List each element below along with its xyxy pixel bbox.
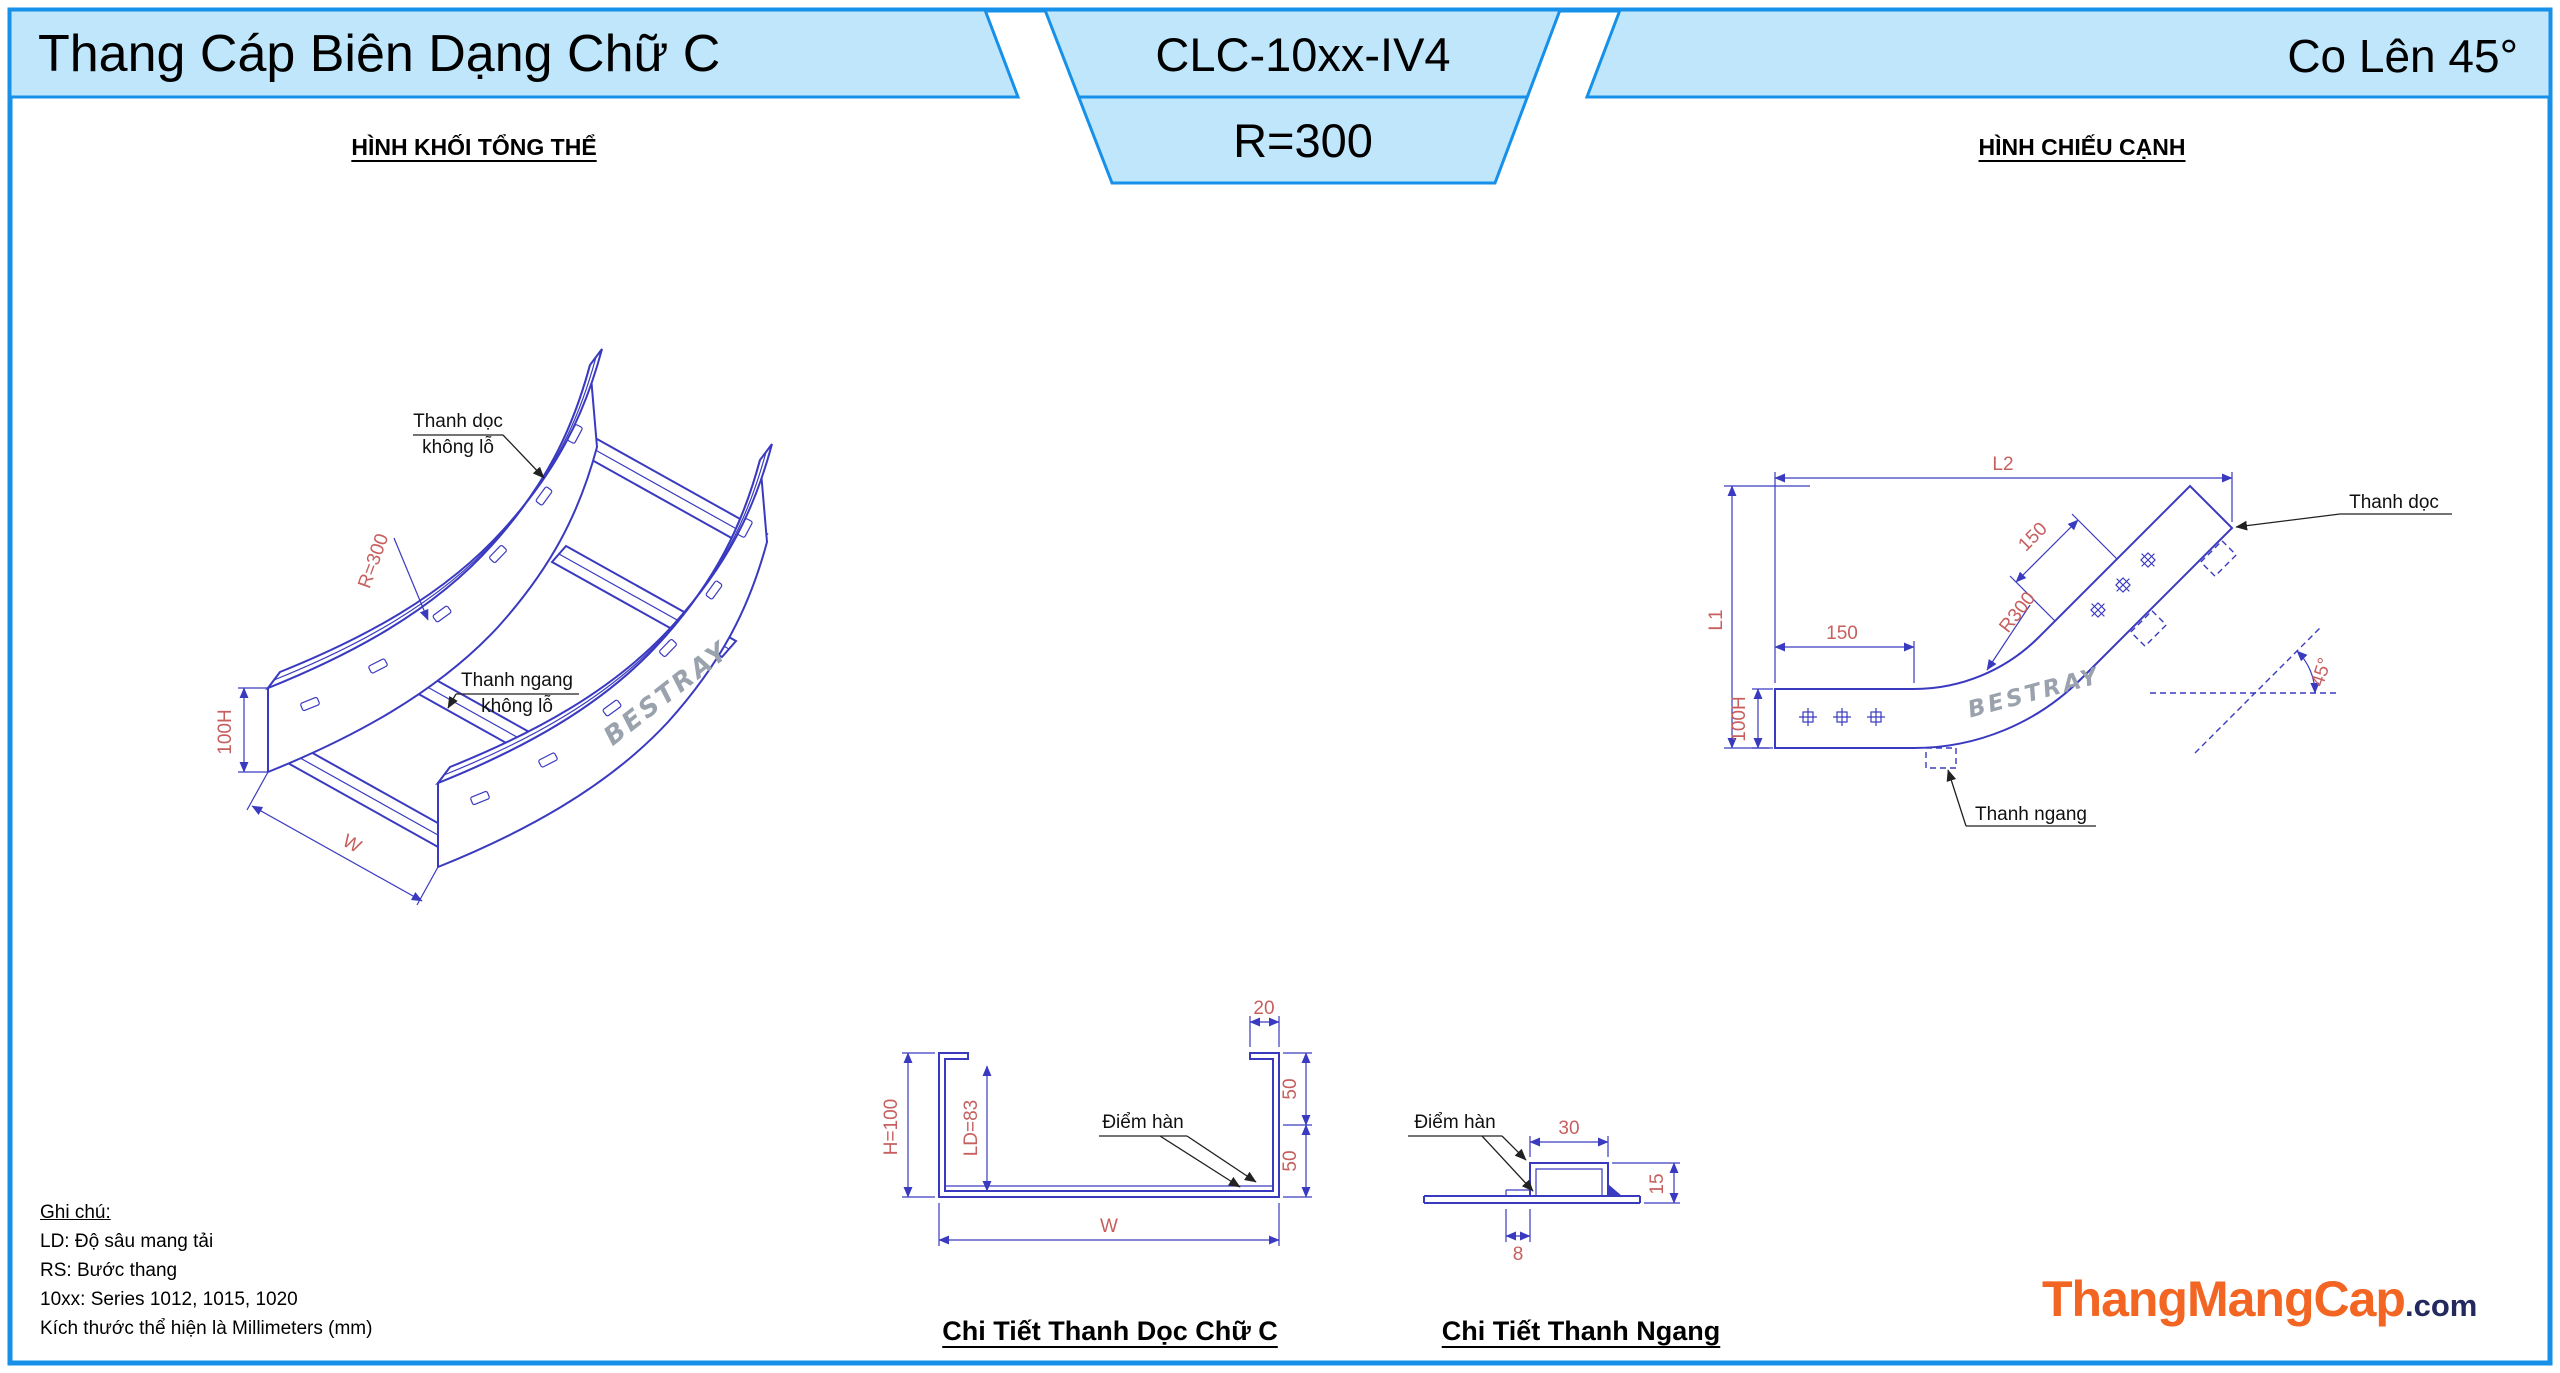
note-line: 10xx: Series 1012, 1015, 1020 — [40, 1289, 298, 1310]
iso-dim-width: W — [339, 831, 365, 858]
header-right-panel — [1584, 8, 2552, 99]
notes-block: Ghi chú: LD: Độ sâu mang tải RS: Bước th… — [40, 1198, 372, 1343]
rung-weld-fillet — [1608, 1184, 1622, 1196]
iso-dim-radius: R=300 — [354, 531, 393, 591]
c-dim-lip: 20 — [1253, 998, 1274, 1019]
side-dim-l2: L2 — [1992, 454, 2013, 475]
model-code: CLC-10xx-IV4 — [1155, 28, 1451, 81]
iso-label-rung-line2: không lỗ — [481, 695, 553, 717]
c-dim-ld: LD=83 — [961, 1100, 982, 1157]
side-view-drawing: BESTRAY L2 L1 150 150 R300 100H — [1706, 454, 2452, 827]
sheet-title: Thang Cáp Biên Dạng Chữ C — [38, 25, 721, 83]
rung-label-weld: Điểm hàn — [1414, 1112, 1495, 1133]
rung-weld-label: Điểm hàn — [1408, 1112, 1534, 1192]
rung-hat-outer — [1529, 1162, 1609, 1196]
iso-label-rail-line1: Thanh dọc — [413, 411, 503, 432]
side-outline — [1774, 484, 2234, 750]
variant-label: Co Lên 45° — [2287, 30, 2518, 82]
iso-dim-height: 100H — [215, 709, 236, 754]
c-dim-h: H=100 — [881, 1099, 902, 1156]
heading-rung-detail: Chi Tiết Thanh Ngang — [1441, 1316, 1721, 1346]
rung-dim-15: 15 — [1647, 1173, 1668, 1194]
rung-detail-drawing: 30 15 8 Điểm hàn — [1408, 1112, 1680, 1265]
c-dim-50-top: 50 — [1280, 1078, 1301, 1099]
header-band — [8, 8, 2552, 185]
note-line: LD: Độ sâu mang tải — [40, 1231, 214, 1252]
iso-label-rail-line2: không lỗ — [422, 436, 494, 458]
c-profile-weld-label: Điểm hàn — [1099, 1112, 1257, 1188]
side-hidden-rung-flat — [1925, 747, 1957, 769]
rung-dim-30: 30 — [1558, 1118, 1579, 1139]
side-label-rung: Thanh ngang — [1975, 804, 2087, 825]
brand-logo-tld: .com — [2404, 1288, 2478, 1323]
brand-logo: ThangMangCap.com — [2042, 1270, 2477, 1328]
heading-side-view: HÌNH CHIẾU CẠNH — [1978, 134, 2186, 160]
rung-base-plate — [1423, 1195, 1641, 1204]
side-dim-angle: 45° — [2307, 655, 2336, 689]
c-dim-50-bottom: 50 — [1280, 1150, 1301, 1171]
c-profile-outline — [938, 1052, 1280, 1198]
c-profile-detail-drawing: 20 H=100 LD=83 50 50 W Điểm hàn — [881, 998, 1312, 1246]
header-left-panel — [8, 8, 1021, 99]
side-label-rail: Thanh dọc — [2349, 492, 2439, 513]
note-line: Kích thước thể hiện là Millimeters (mm) — [40, 1318, 373, 1339]
side-dim-r300: R300 — [1995, 588, 2040, 637]
heading-overall-view: HÌNH KHỐI TỔNG THỂ — [351, 134, 597, 160]
side-labels: Thanh dọc Thanh ngang — [1946, 492, 2452, 827]
side-dim-l1: L1 — [1706, 609, 1727, 630]
c-label-weld: Điểm hàn — [1102, 1112, 1183, 1133]
notes-heading: Ghi chú: — [40, 1202, 111, 1223]
rung-dim-8: 8 — [1513, 1244, 1524, 1265]
rung-dimensions: 30 15 8 — [1505, 1118, 1680, 1265]
side-dim-150-flat: 150 — [1826, 623, 1858, 644]
c-dim-w: W — [1100, 1216, 1118, 1237]
iso-near-rail — [265, 348, 603, 774]
side-dim-height: 100H — [1729, 696, 1750, 741]
note-line: RS: Bước thang — [40, 1260, 178, 1281]
iso-label-rung-line1: Thanh ngang — [461, 670, 573, 691]
c-profile-dimensions: 20 H=100 LD=83 50 50 W — [881, 998, 1312, 1246]
iso-far-rail: BESTRAY — [435, 443, 773, 869]
brand-logo-name: ThangMangCap — [2042, 1271, 2406, 1327]
radius-code: R=300 — [1233, 114, 1373, 167]
heading-c-profile-detail: Chi Tiết Thanh Dọc Chữ C — [942, 1316, 1278, 1346]
overall-view-drawing: BESTRAY 100H W R=300 Thanh d — [215, 348, 773, 906]
side-dim-150-slope: 150 — [2014, 518, 2051, 555]
iso-labels: Thanh dọc không lỗ Thanh ngang không lỗ — [413, 411, 579, 717]
